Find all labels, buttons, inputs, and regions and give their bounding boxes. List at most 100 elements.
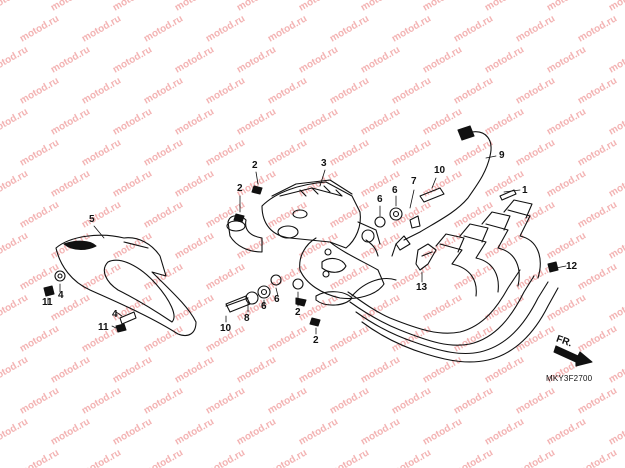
watermark-text: motod.ru	[514, 137, 557, 168]
shield-hardware	[43, 270, 137, 333]
watermark-text: motod.ru	[80, 199, 123, 230]
watermark-text: motod.ru	[421, 292, 464, 323]
watermark-text: motod.ru	[545, 44, 588, 75]
callout-6: 6	[261, 301, 267, 312]
watermark-text: motod.ru	[204, 385, 247, 416]
watermark-text: motod.ru	[545, 416, 588, 447]
callout-4: 4	[58, 290, 64, 301]
front-arrow-icon	[553, 345, 593, 367]
watermark-text: motod.ru	[204, 261, 247, 292]
watermark-text: motod.ru	[173, 230, 216, 261]
watermark-text: motod.ru	[328, 323, 371, 354]
watermark-text: motod.ru	[452, 75, 495, 106]
watermark-text: motod.ru	[204, 137, 247, 168]
watermark-text: motod.ru	[576, 13, 619, 44]
watermark-text: motod.ru	[359, 106, 402, 137]
watermark-text: motod.ru	[80, 447, 123, 468]
callout-6: 6	[274, 294, 280, 305]
watermark-text: motod.ru	[390, 447, 433, 468]
callout-10: 10	[220, 323, 232, 334]
watermark-text: motod.ru	[607, 44, 625, 75]
callout-6: 6	[377, 194, 383, 205]
watermark-text: motod.ru	[142, 323, 185, 354]
callout-7: 7	[411, 176, 417, 187]
bracket	[415, 243, 437, 271]
watermark-text: motod.ru	[80, 137, 123, 168]
watermark-text: motod.ru	[204, 75, 247, 106]
watermark-text: motod.ru	[18, 75, 61, 106]
watermark-text: motod.ru	[0, 354, 30, 385]
watermark-text: motod.ru	[359, 416, 402, 447]
watermark-text: motod.ru	[0, 44, 30, 75]
watermark-text: motod.ru	[142, 199, 185, 230]
callout-5: 5	[89, 214, 95, 225]
watermark-text: motod.ru	[297, 0, 340, 14]
watermark-text: motod.ru	[80, 75, 123, 106]
watermark-text: motod.ru	[576, 323, 619, 354]
watermark-text: motod.ru	[18, 323, 61, 354]
watermark-text: motod.ru	[514, 385, 557, 416]
watermark-text: motod.ru	[483, 416, 526, 447]
watermark-text: motod.ru	[545, 230, 588, 261]
watermark-text: motod.ru	[49, 168, 92, 199]
callout-2: 2	[295, 307, 301, 318]
watermark-text: motod.ru	[452, 385, 495, 416]
watermark-text: motod.ru	[49, 416, 92, 447]
watermark-text: motod.ru	[49, 0, 92, 14]
watermark-text: motod.ru	[204, 13, 247, 44]
callout-12: 12	[566, 261, 578, 272]
o2-sensor	[391, 125, 492, 257]
watermark-text: motod.ru	[576, 137, 619, 168]
watermark-text: motod.ru	[49, 106, 92, 137]
clip	[499, 189, 517, 201]
header-pipes	[347, 199, 559, 363]
watermark-text: motod.ru	[328, 137, 371, 168]
watermark-text: motod.ru	[328, 261, 371, 292]
watermark-text: motod.ru	[359, 44, 402, 75]
callout-6: 6	[392, 185, 398, 196]
watermark-text: motod.ru	[297, 416, 340, 447]
watermark-text: motod.ru	[576, 261, 619, 292]
watermark-text: motod.ru	[111, 44, 154, 75]
watermark-text: motod.ru	[297, 354, 340, 385]
watermark-text: motod.ru	[235, 0, 278, 14]
watermark-text: motod.ru	[452, 13, 495, 44]
watermark-text: motod.ru	[576, 75, 619, 106]
watermark-text: motod.ru	[297, 44, 340, 75]
mount-hardware-right	[361, 187, 445, 243]
heat-shield	[55, 234, 197, 337]
watermark-text: motod.ru	[235, 230, 278, 261]
callout-11: 11	[42, 297, 53, 308]
watermark-text: motod.ru	[173, 0, 216, 14]
watermark-text: motod.ru	[452, 137, 495, 168]
watermark-text: motod.ru	[235, 416, 278, 447]
watermark-text: motod.ru	[235, 354, 278, 385]
watermark-text: motod.ru	[297, 230, 340, 261]
watermark-text: motod.ru	[359, 354, 402, 385]
watermark-text: motod.ru	[514, 13, 557, 44]
callout-11: 11	[98, 322, 109, 333]
watermark-text: motod.ru	[452, 199, 495, 230]
callout-13: 13	[416, 282, 428, 293]
watermark-text: motod.ru	[607, 168, 625, 199]
watermark-text: motod.ru	[576, 199, 619, 230]
callout-9: 9	[499, 150, 505, 161]
watermark-text: motod.ru	[483, 0, 526, 14]
watermark-text: motod.ru	[49, 44, 92, 75]
watermark-text: motod.ru	[421, 416, 464, 447]
callout-8: 8	[244, 313, 250, 324]
watermark-text: motod.ru	[266, 323, 309, 354]
watermark-text: motod.ru	[266, 385, 309, 416]
watermark-text: motod.ru	[483, 230, 526, 261]
watermark-text: motod.ru	[390, 75, 433, 106]
watermark-text: motod.ru	[390, 137, 433, 168]
watermark-text: motod.ru	[421, 0, 464, 14]
watermark-text: motod.ru	[328, 13, 371, 44]
callout-10: 10	[434, 165, 446, 176]
watermark-text: motod.ru	[111, 416, 154, 447]
watermark-text: motod.ru	[483, 44, 526, 75]
watermark-text: motod.ru	[576, 447, 619, 468]
callout-2: 2	[252, 160, 258, 171]
watermark-text: motod.ru	[173, 354, 216, 385]
watermark-text: motod.ru	[173, 44, 216, 75]
